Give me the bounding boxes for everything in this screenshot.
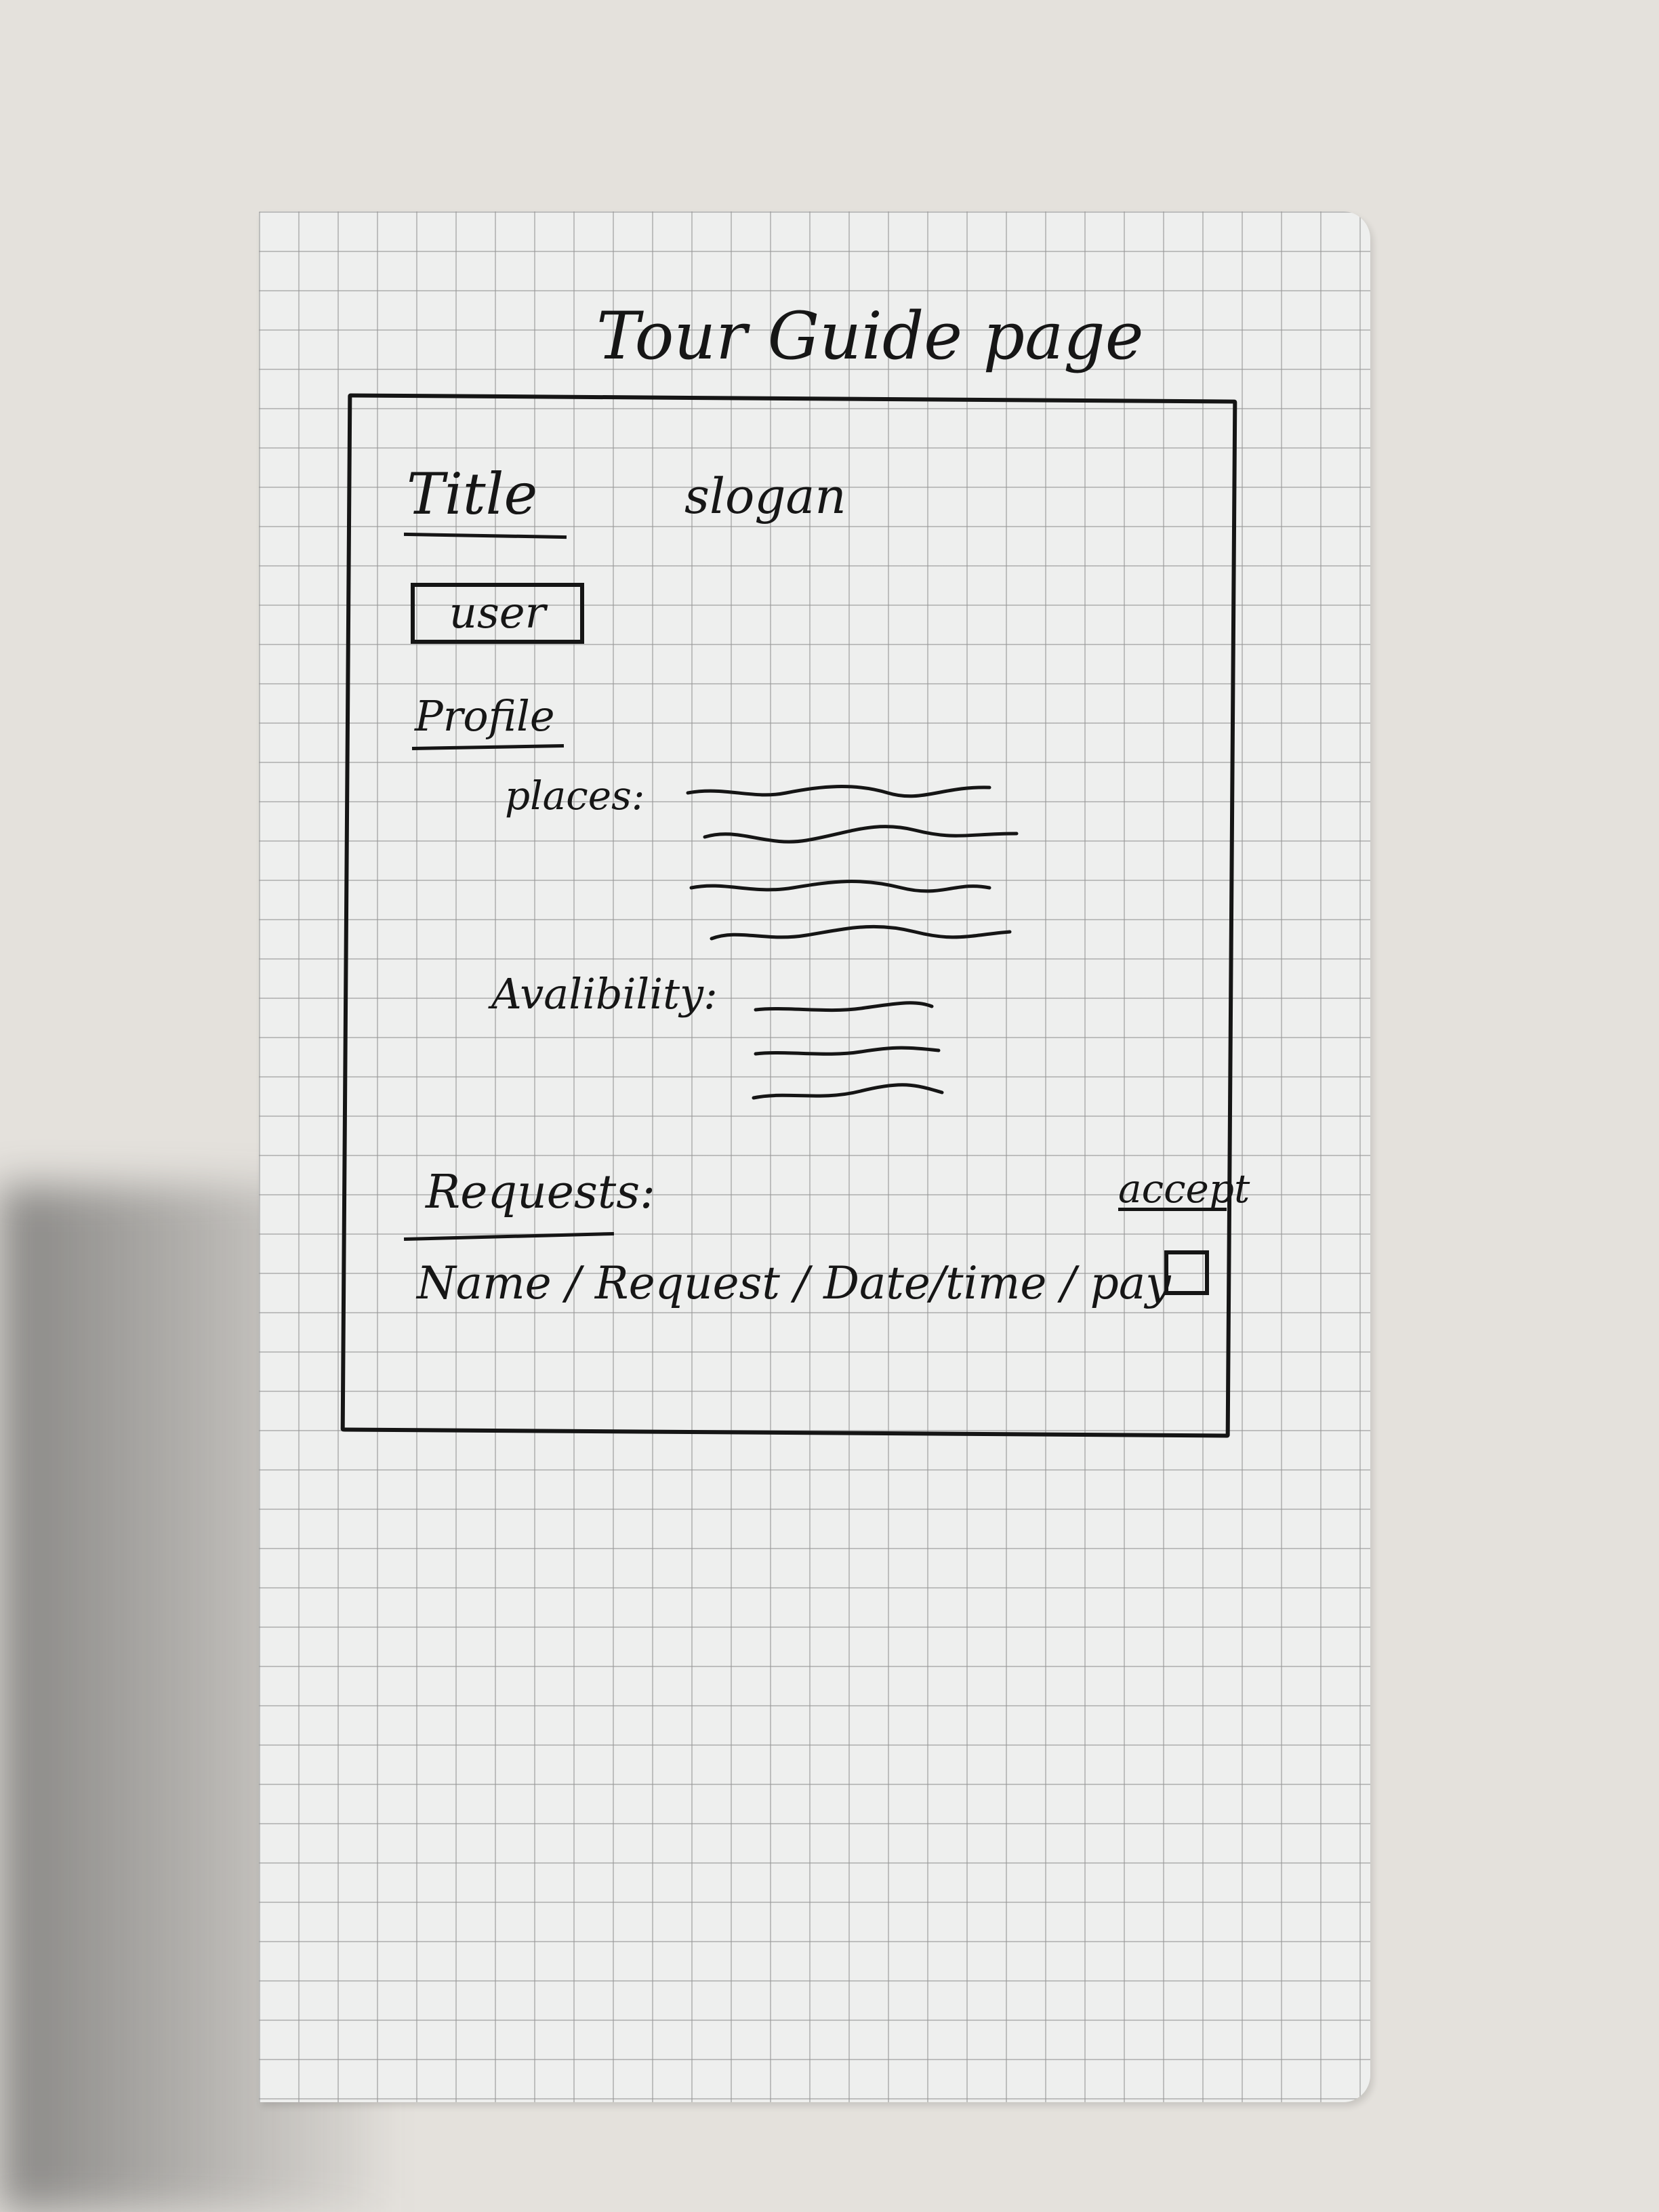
page-title: Tour Guide page	[596, 298, 1144, 374]
user-button[interactable]: user	[411, 583, 584, 644]
accept-column-underline	[1118, 1208, 1227, 1211]
request-row: Name / Request / Date/time / pay	[417, 1257, 1171, 1309]
site-slogan: slogan	[684, 468, 846, 525]
accept-column-label: accept	[1118, 1166, 1250, 1212]
profile-heading: Profile	[415, 691, 555, 741]
graph-paper-sheet	[259, 211, 1370, 2102]
availability-list-placeholder	[752, 1001, 944, 1100]
accept-checkbox[interactable]	[1164, 1250, 1209, 1295]
places-label: places:	[505, 773, 645, 819]
requests-heading: Requests:	[426, 1166, 656, 1219]
site-title: Title	[407, 461, 538, 527]
places-list-placeholder	[686, 785, 1019, 941]
availability-label: Avalibility:	[491, 969, 718, 1019]
